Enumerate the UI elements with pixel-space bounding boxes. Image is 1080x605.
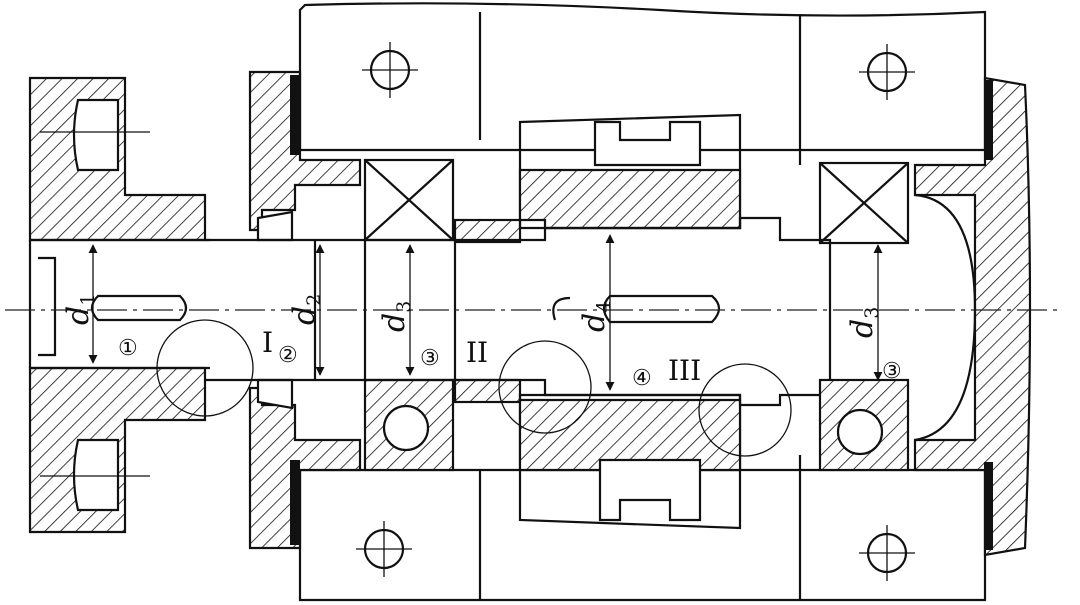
bearing-left (363, 158, 455, 472)
section-marker-2: II (466, 336, 488, 369)
bolt-hole-top-left (362, 42, 418, 98)
keyway-4 (552, 294, 721, 324)
dim-label-d4: d4 (577, 301, 615, 332)
gear (518, 113, 742, 530)
detail-circle-2 (498, 340, 592, 434)
bolt-hole-bottom-right (859, 525, 915, 581)
spacer-sleeve (453, 218, 522, 404)
left-end-cover (248, 70, 362, 550)
position-marker-3-left: ③ (420, 346, 440, 371)
bolt-hole-bottom-left (356, 521, 412, 577)
dim-label-d2: d2 (287, 294, 325, 325)
coupling-hub (28, 76, 210, 534)
position-marker-4: ④ (632, 366, 652, 391)
bearing-right (818, 161, 910, 472)
detail-circle-3 (698, 363, 792, 457)
position-marker-3-right: ③ (882, 359, 902, 384)
dim-label-d1: d1 (61, 294, 99, 325)
section-marker-3: III (668, 354, 701, 387)
position-marker-1: ① (118, 336, 138, 361)
position-marker-2: ② (278, 343, 298, 368)
bolt-hole-top-right (859, 44, 915, 100)
section-marker-1: I (262, 326, 273, 359)
dimension-arrows (88, 234, 883, 391)
housing (298, 2, 987, 602)
dim-label-d3-left: d3 (377, 301, 415, 332)
dim-label-d3-right: d3 (845, 307, 883, 338)
detail-circle-1 (156, 319, 254, 417)
